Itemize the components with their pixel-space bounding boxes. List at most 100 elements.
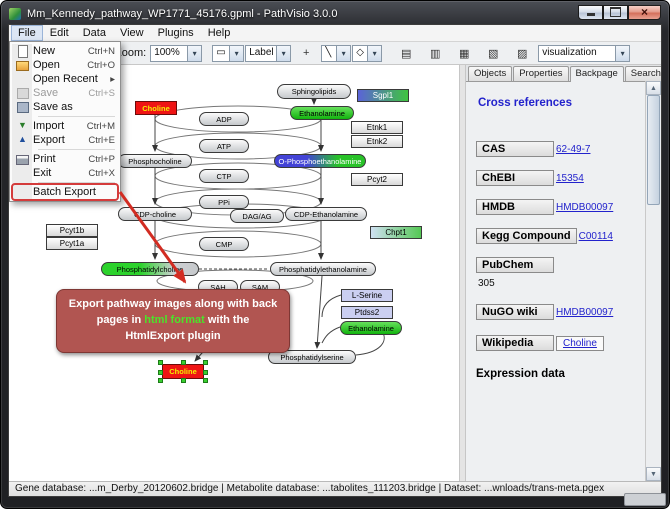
- selection-handle[interactable]: [158, 360, 163, 365]
- statusbar-text: Gene database: ...m_Derby_20120602.bridg…: [15, 483, 605, 494]
- selection-handle[interactable]: [203, 369, 208, 375]
- menu-separator: [38, 182, 115, 183]
- stack-button[interactable]: ▨: [516, 47, 528, 60]
- menubar-item-edit[interactable]: Edit: [49, 27, 69, 39]
- crossref-link[interactable]: HMDB00097: [556, 307, 614, 318]
- selection-handle[interactable]: [203, 360, 208, 365]
- menubar-item-plugins[interactable]: Plugins: [157, 27, 194, 39]
- pathway-node-ethanolamine[interactable]: Ethanolamine: [290, 106, 354, 120]
- file-menu-item-save-as[interactable]: Save as: [12, 100, 118, 114]
- crossref-link[interactable]: C00114: [578, 231, 613, 242]
- pathway-node-chpt1[interactable]: Chpt1: [370, 226, 422, 239]
- crossref-link[interactable]: 15354: [556, 173, 584, 184]
- menubar-item-view[interactable]: View: [119, 27, 144, 39]
- selection-handle[interactable]: [158, 378, 163, 383]
- pathway-node-ppi[interactable]: PPi: [199, 195, 249, 209]
- menubar-item-file[interactable]: File: [11, 25, 43, 41]
- scroll-down-icon[interactable]: ▼: [646, 467, 661, 481]
- pathway-node-dag-ag[interactable]: DAG/AG: [230, 209, 284, 223]
- minimize-button[interactable]: [578, 4, 603, 20]
- align-horizontal-button[interactable]: ▤: [400, 47, 412, 60]
- shape-tool[interactable]: ◇▾: [352, 44, 383, 62]
- titlebar[interactable]: Mm_Kennedy_pathway_WP1771_45176.gpml - P…: [9, 4, 661, 23]
- pathway-node-choline[interactable]: Choline: [135, 101, 177, 115]
- tab-properties[interactable]: Properties: [513, 66, 569, 81]
- pathway-node-ptdss2[interactable]: Ptdss2: [341, 306, 393, 319]
- pathway-node-choline[interactable]: Choline: [162, 364, 204, 379]
- datanode-tool-value: ▭: [216, 46, 226, 58]
- sidebar-scrollbar[interactable]: ▲ ▼: [645, 81, 661, 481]
- file-menu-item-open-recent[interactable]: Open Recent▸: [12, 72, 118, 86]
- panel-splitter[interactable]: [459, 65, 466, 481]
- maximize-button[interactable]: [603, 4, 628, 20]
- pathway-node-adp[interactable]: ADP: [199, 112, 249, 126]
- close-icon: ×: [640, 5, 648, 19]
- pathway-node-cdp-ethanolamine[interactable]: CDP-Ethanolamine: [285, 207, 367, 221]
- pathway-node-pcyt1a[interactable]: Pcyt1a: [46, 237, 98, 250]
- selection-handle[interactable]: [181, 378, 186, 383]
- visualization-select[interactable]: visualization▾: [538, 44, 631, 62]
- selection-handle[interactable]: [181, 360, 186, 365]
- visualization-select-value: visualization: [542, 46, 597, 58]
- pathway-edge[interactable]: [321, 326, 341, 344]
- submenu-arrow-icon: ▸: [110, 73, 115, 85]
- pathway-node-etnk1[interactable]: Etnk1: [351, 121, 403, 134]
- zoom-select[interactable]: 100%▾: [150, 44, 203, 62]
- pathway-node-ctp[interactable]: CTP: [199, 169, 249, 183]
- menu-item-label: Batch Export: [33, 186, 96, 198]
- tab-objects[interactable]: Objects: [468, 66, 513, 81]
- pathway-node-phosphatidylserine[interactable]: Phosphatidylserine: [268, 350, 356, 364]
- scroll-up-icon[interactable]: ▲: [646, 81, 661, 95]
- file-menu-item-batch-export[interactable]: Batch Export: [11, 183, 119, 201]
- pathway-edge[interactable]: [314, 275, 323, 349]
- chevron-down-icon: ▾: [367, 45, 382, 61]
- pathway-node-pcyt2[interactable]: Pcyt2: [351, 173, 403, 186]
- section-title: HMDB: [476, 199, 554, 215]
- label-tool[interactable]: Label▾: [245, 44, 292, 62]
- pathway-node-l-serine[interactable]: L-Serine: [341, 289, 393, 302]
- pathway-node-o-phosphoethanolamine[interactable]: O-Phosphoethanolamine: [274, 154, 366, 168]
- pathway-node-pcyt1b[interactable]: Pcyt1b: [46, 224, 98, 237]
- add-anchor-button[interactable]: +: [302, 47, 310, 59]
- pathway-node-ethanolamine[interactable]: Ethanolamine: [340, 321, 402, 335]
- pathway-node-phosphatidylethanolamine[interactable]: Phosphatidylethanolamine: [270, 262, 376, 276]
- disk-icon: [15, 87, 29, 99]
- menu-separator: [38, 149, 115, 150]
- pathway-node-cdp-choline[interactable]: CDP-choline: [118, 207, 192, 221]
- crossref-link[interactable]: HMDB00097: [556, 202, 614, 213]
- distribute-vertical-button[interactable]: ▧: [487, 47, 499, 60]
- resize-grip[interactable]: [624, 493, 666, 506]
- crossref-link[interactable]: Choline: [556, 336, 604, 351]
- scrollbar-thumb[interactable]: [647, 95, 660, 205]
- menubar-item-data[interactable]: Data: [82, 27, 106, 39]
- pathway-node-etnk2[interactable]: Etnk2: [351, 135, 403, 148]
- menubar-item-help[interactable]: Help: [207, 27, 231, 39]
- close-button[interactable]: ×: [628, 4, 661, 20]
- pathway-node-phosphatidylcholine[interactable]: Phosphatidylcholine: [101, 262, 199, 276]
- pathway-node-sgpl1[interactable]: Sgpl1: [357, 89, 409, 102]
- selection-handle[interactable]: [158, 369, 163, 375]
- menu-item-shortcut: Ctrl+M: [86, 120, 115, 132]
- distribute-horizontal-button[interactable]: ▦: [458, 47, 470, 60]
- pathway-node-atp[interactable]: ATP: [199, 139, 249, 153]
- tab-backpage[interactable]: Backpage: [569, 66, 624, 82]
- pathway-node-sphingolipids[interactable]: Sphingolipids: [277, 84, 351, 99]
- selection-handle[interactable]: [203, 378, 208, 383]
- pathway-edge[interactable]: [321, 294, 342, 318]
- line-tool[interactable]: ╲▾: [321, 44, 352, 62]
- pathway-node-cmp[interactable]: CMP: [199, 237, 249, 251]
- crossref-link[interactable]: 62-49-7: [556, 144, 591, 155]
- datanode-tool[interactable]: ▭▾: [212, 44, 245, 62]
- pathway-node-phosphocholine[interactable]: Phosphocholine: [118, 154, 192, 168]
- no-icon: [15, 73, 29, 85]
- tab-search[interactable]: Search: [624, 66, 661, 81]
- align-vertical-button[interactable]: ▥: [429, 47, 441, 60]
